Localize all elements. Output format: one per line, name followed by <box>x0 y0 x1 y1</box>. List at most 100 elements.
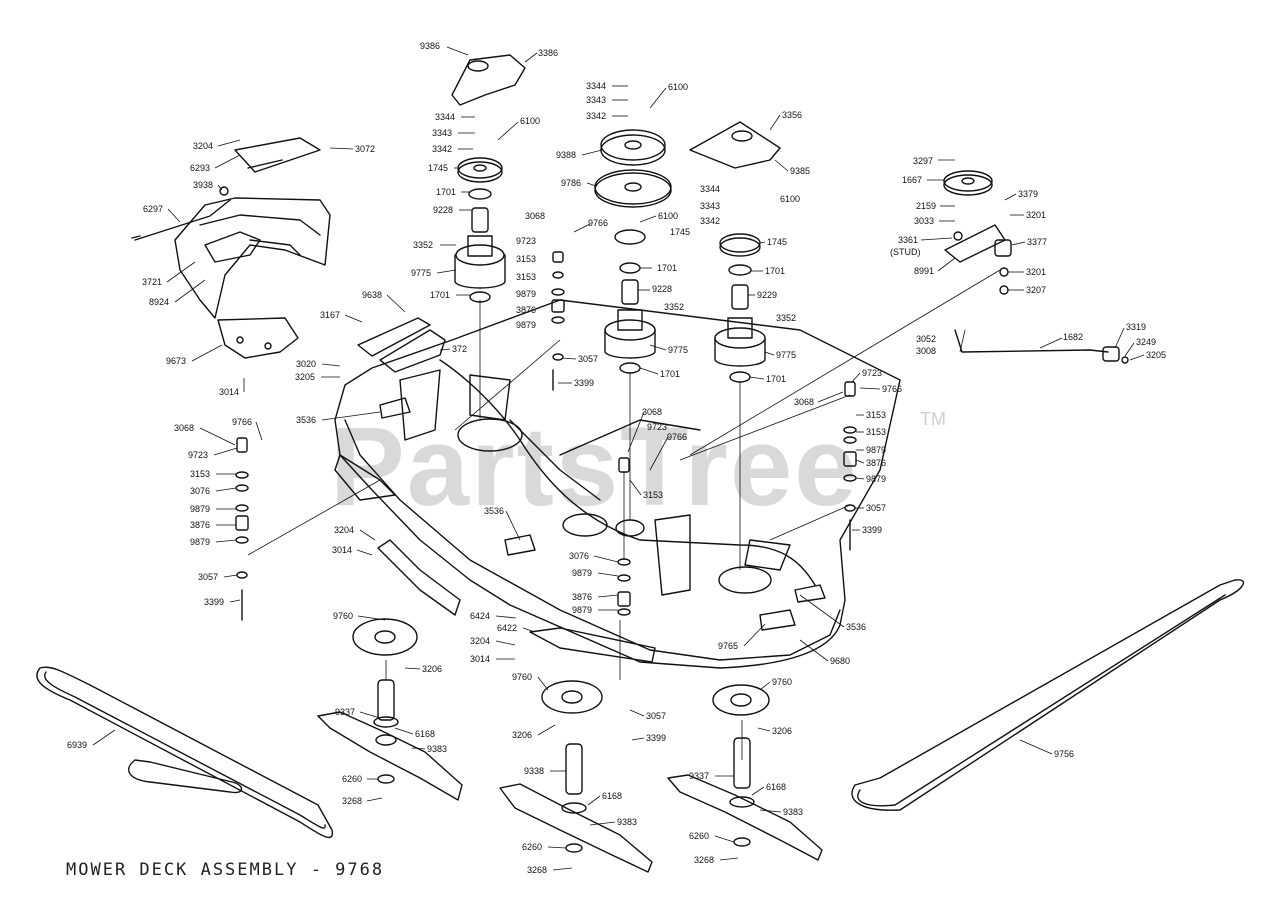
callout-label: 9766 <box>667 432 687 442</box>
callout-label: 3153 <box>516 272 536 282</box>
callout-label: 3205 <box>1146 350 1166 360</box>
callout-label: 3876 <box>516 305 536 315</box>
callout-label: 6168 <box>602 791 622 801</box>
callout-label: 3201 <box>1026 210 1046 220</box>
callout-label: 9383 <box>783 807 803 817</box>
callout-label: 9383 <box>427 744 447 754</box>
callout-label: 3399 <box>204 597 224 607</box>
spindle-cover-left <box>451 54 526 106</box>
callout-label: 9879 <box>190 504 210 514</box>
callouts: 9386 3386 3344 3343 3342 6100 3344 3343 … <box>67 41 1166 875</box>
callout-label: 6260 <box>342 774 362 784</box>
callout-label: 9723 <box>647 422 667 432</box>
callout-label: 9723 <box>862 368 882 378</box>
callout-label: 9760 <box>772 677 792 687</box>
callout-label: 3876 <box>190 520 210 530</box>
hardware-stack-upper-center <box>551 251 565 391</box>
callout-label: 1701 <box>436 187 456 197</box>
callout-label: 3205 <box>295 372 315 382</box>
callout-label: 3033 <box>914 216 934 226</box>
callout-label: 3297 <box>913 156 933 166</box>
callout-label: 3343 <box>700 201 720 211</box>
callout-label: 9775 <box>668 345 688 355</box>
callout-label: 1745 <box>767 237 787 247</box>
chute-rod <box>131 199 231 241</box>
callout-label: 3938 <box>193 180 213 190</box>
callout-label: 3268 <box>342 796 362 806</box>
callout-label: 6100 <box>520 116 540 126</box>
callout-label: 1745 <box>670 227 690 237</box>
callout-label: 372 <box>452 344 467 354</box>
callout-label: 3342 <box>700 216 720 226</box>
callout-label: 9766 <box>232 417 252 427</box>
callout-label: 3356 <box>782 110 802 120</box>
blade-right <box>667 737 823 861</box>
callout-label: 3876 <box>572 592 592 602</box>
leader-lines <box>92 46 1145 871</box>
callout-label: 3068 <box>794 397 814 407</box>
callout-label: 3268 <box>694 855 714 865</box>
callout-label: 8924 <box>149 297 169 307</box>
callout-label: 9879 <box>516 320 536 330</box>
callout-label: 6293 <box>190 163 210 173</box>
callout-label: 3057 <box>646 711 666 721</box>
callout-label: 3342 <box>432 144 452 154</box>
callout-label: 3352 <box>664 302 684 312</box>
callout-label: 9338 <box>524 766 544 776</box>
callout-label: 3076 <box>569 551 589 561</box>
callout-label: 9879 <box>572 568 592 578</box>
callout-label: 9723 <box>188 450 208 460</box>
callout-label: 6422 <box>497 623 517 633</box>
callout-label: 9228 <box>652 284 672 294</box>
callout-label: 3344 <box>700 184 720 194</box>
belt-9756 <box>851 579 1245 811</box>
callout-label: 9386 <box>420 41 440 51</box>
mounting-bracket-9638 <box>357 317 446 373</box>
callout-label: 3068 <box>174 423 194 433</box>
callout-label: 3206 <box>512 730 532 740</box>
callout-label: 3167 <box>320 310 340 320</box>
spindle-cover-right <box>689 121 781 169</box>
callout-label: 3352 <box>776 313 796 323</box>
callout-label: 9879 <box>190 537 210 547</box>
callout-label: 9228 <box>433 205 453 215</box>
callout-label: 8991 <box>914 266 934 276</box>
chute-bracket-9673 <box>217 317 299 359</box>
callout-label: 6297 <box>143 204 163 214</box>
callout-label: 3343 <box>432 128 452 138</box>
callout-label: 6100 <box>668 82 688 92</box>
callout-label: 3153 <box>643 490 663 500</box>
callout-label: 6168 <box>415 729 435 739</box>
callout-label: 3876 <box>866 458 886 468</box>
callout-label: 3206 <box>422 664 442 674</box>
callout-label: 3057 <box>866 503 886 513</box>
callout-label: 9383 <box>617 817 637 827</box>
chute-hinge-6293 <box>219 137 321 196</box>
callout-label: 1701 <box>766 374 786 384</box>
callout-label: 9229 <box>757 290 777 300</box>
callout-label: 9786 <box>561 178 581 188</box>
callout-label: 3153 <box>190 469 210 479</box>
callout-label: 1701 <box>660 369 680 379</box>
callout-label: 9723 <box>516 236 536 246</box>
callout-label: 6100 <box>780 194 800 204</box>
callout-label: 3052 <box>916 334 936 344</box>
callout-label: 6260 <box>689 831 709 841</box>
callout-label: 6424 <box>470 611 490 621</box>
callout-label: 9760 <box>512 672 532 682</box>
callout-label: 3068 <box>525 211 545 221</box>
callout-label: 2159 <box>916 201 936 211</box>
callout-label: 9673 <box>166 356 186 366</box>
callout-label: 3020 <box>296 359 316 369</box>
callout-label: 3352 <box>413 240 433 250</box>
callout-label: 3377 <box>1027 237 1047 247</box>
callout-label: 3153 <box>516 254 536 264</box>
callout-label: 3342 <box>586 111 606 121</box>
callout-label: 9756 <box>1054 749 1074 759</box>
callout-label: 9766 <box>882 384 902 394</box>
callout-label: 3204 <box>193 141 213 151</box>
callout-label: 3536 <box>484 506 504 516</box>
callout-label: 6168 <box>766 782 786 792</box>
callout-label: 3344 <box>435 112 455 122</box>
